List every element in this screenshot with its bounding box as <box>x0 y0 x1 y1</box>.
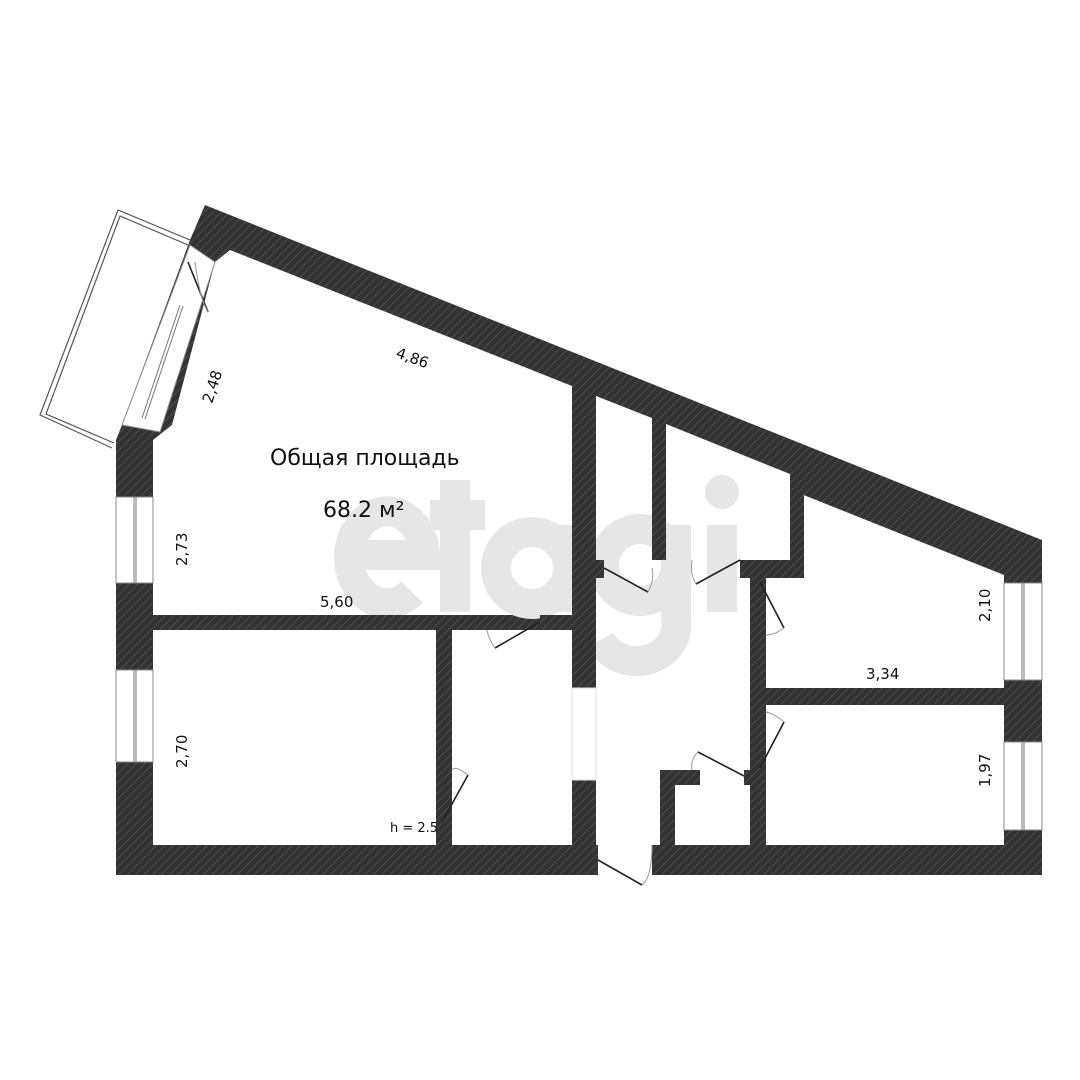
total-area-label: Общая площадь <box>270 446 460 471</box>
inner-walls <box>153 386 1004 845</box>
watermark-letter-e <box>334 496 441 619</box>
door-right-bottom <box>759 721 785 769</box>
total-area-value: 68.2 м² <box>323 498 404 523</box>
window-glazing <box>133 304 1025 830</box>
door-closet-2 <box>695 559 741 585</box>
watermark-letter-g-tail <box>586 525 692 677</box>
watermark-letter-t <box>430 480 485 612</box>
door-wc <box>697 751 745 777</box>
doors <box>187 261 785 886</box>
dim-right-width: 3,34 <box>866 665 899 683</box>
door-entrance <box>597 859 643 886</box>
balcony <box>39 209 191 449</box>
window-right-1 <box>1003 582 1043 681</box>
window-right-2 <box>1003 741 1043 831</box>
door-right-top <box>759 581 785 629</box>
door-closet-1 <box>603 567 649 593</box>
right-bottom-room <box>766 705 1004 845</box>
dim-living-bottom: 5,60 <box>320 593 353 611</box>
kitchen <box>452 630 572 845</box>
bedroom <box>153 630 436 845</box>
door-balcony <box>187 261 209 313</box>
entrance-opening <box>598 845 652 875</box>
dim-bedroom-left: 2,70 <box>173 735 191 768</box>
door-arcs <box>194 261 785 886</box>
door-living <box>494 621 541 649</box>
dim-living-left: 2,73 <box>173 533 191 566</box>
kitchen-opening <box>571 687 597 781</box>
door-bedroom <box>441 774 469 823</box>
dim-right-top: 2,10 <box>976 589 994 622</box>
right-top-room <box>766 480 1004 688</box>
watermark-letter-i-dot <box>705 475 739 509</box>
ceiling-height: h = 2.5 <box>390 821 438 836</box>
dim-right-bottom: 1,97 <box>976 754 994 787</box>
